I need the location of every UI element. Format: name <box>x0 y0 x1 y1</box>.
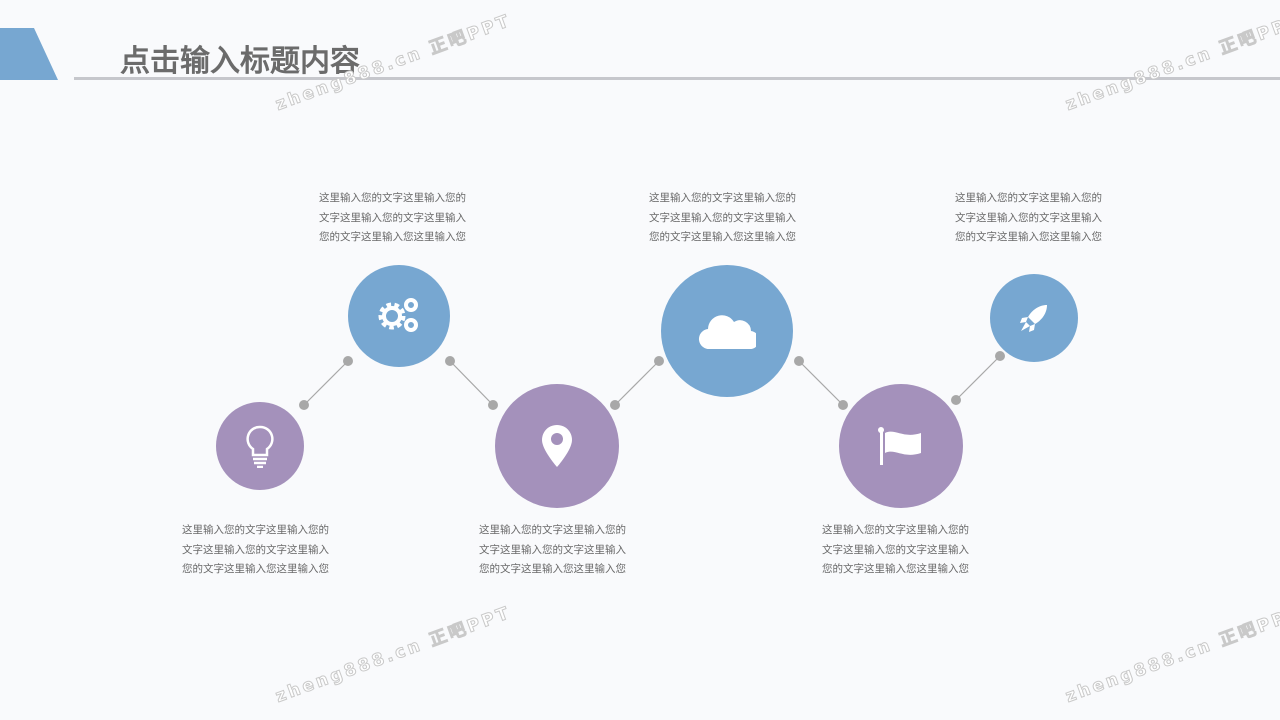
rocket-icon <box>1020 305 1047 332</box>
step-2-text: 这里输入您的文字这里输入您的文字这里输入您的文字这里输入您的文字这里输入您这里输… <box>319 192 466 243</box>
flag-icon <box>878 427 921 465</box>
step-3-text: 这里输入您的文字这里输入您的文字这里输入您的文字这里输入您的文字这里输入您这里输… <box>479 524 626 575</box>
step-6-circle <box>990 274 1078 362</box>
title-divider <box>74 77 1280 80</box>
step-4-text: 这里输入您的文字这里输入您的文字这里输入您的文字这里输入您的文字这里输入您这里输… <box>649 192 796 243</box>
step-1-text: 这里输入您的文字这里输入您的文字这里输入您的文字这里输入您的文字这里输入您这里输… <box>182 524 329 575</box>
step-5-text: 这里输入您的文字这里输入您的文字这里输入您的文字这里输入您的文字这里输入您这里输… <box>822 524 969 575</box>
step-2-circle <box>348 265 450 367</box>
step-1-circle <box>216 402 304 490</box>
lightbulb-icon <box>246 425 274 468</box>
step-3-circle <box>495 384 619 508</box>
step-5-circle <box>839 384 963 508</box>
map-pin-icon <box>542 425 572 467</box>
step-4-circle <box>661 265 793 397</box>
page-title: 点击输入标题内容 <box>120 44 360 79</box>
cloud-icon <box>699 315 756 350</box>
gears-icon <box>378 298 418 332</box>
step-6-text: 这里输入您的文字这里输入您的文字这里输入您的文字这里输入您的文字这里输入您这里输… <box>955 192 1102 243</box>
